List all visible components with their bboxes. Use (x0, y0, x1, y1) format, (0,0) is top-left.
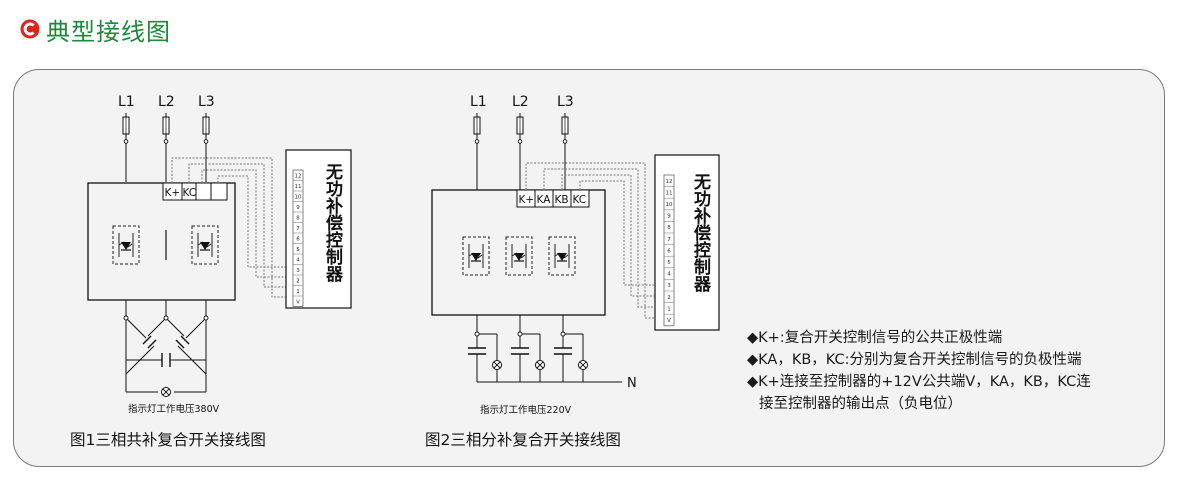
diagram-2-caption: 图2三相分补复合开关接线图 (425, 431, 621, 449)
phase-label-l3: L3 (198, 94, 215, 110)
indicator-lamp-icon (535, 360, 545, 370)
terminal-strip-frame (663, 174, 675, 327)
notes-block: ◆K+:复合开关控制信号的公共正极性端 ◆KA，KB，KC:分别为复合开关控制信… (747, 327, 1091, 415)
controller-terminal-label: 3 (667, 283, 671, 289)
fuse-icon (122, 112, 130, 144)
controller-terminal-strip: 12 11 10 9 8 7 6 5 4 3 2 1V (292, 169, 304, 307)
phase-label-l1: L1 (470, 94, 487, 110)
controller-terminal-label: 1 (296, 289, 300, 295)
composite-switch-box (87, 182, 236, 301)
capacitor-icon (467, 347, 487, 355)
terminal-label-kplus: K+ (519, 194, 535, 206)
indicator-lamp-icon (492, 360, 502, 370)
capacitor-icon (553, 347, 573, 355)
lamp-voltage-caption: 指示灯工作电压380V (128, 403, 220, 415)
neutral-label: N (627, 376, 637, 391)
terminal-label-kplus: K+ (165, 187, 181, 199)
terminal-label-kc: KC (573, 194, 587, 206)
logo-icon (20, 19, 40, 39)
fuse-icon (473, 112, 481, 144)
terminal-label-ka: KA (537, 194, 552, 206)
composite-switch-box (431, 189, 606, 316)
terminal-label-kb: KB (555, 194, 569, 206)
diagram-1-caption: 图1三相共补复合开关接线图 (70, 431, 266, 449)
phase-label-l3: L3 (557, 94, 574, 110)
controller-terminal-label: 1 (667, 306, 671, 312)
controller-terminal-label: 8 (667, 225, 671, 231)
controller-terminal-label: 5 (667, 260, 671, 266)
controller-terminal-label: 6 (667, 248, 671, 254)
controller-terminal-label: 4 (667, 272, 671, 278)
note-line: ◆KA，KB，KC:分别为复合开关控制信号的负极性端 (747, 352, 1082, 368)
controller-terminal-label: 11 (295, 184, 302, 190)
note-line: ◆K+:复合开关控制信号的公共正极性端 (747, 330, 1003, 346)
controller-terminal-label: 5 (296, 247, 300, 253)
controller-terminal-label: 8 (296, 215, 300, 221)
controller-terminal-label: 12 (295, 173, 302, 179)
fuse-icon (162, 112, 170, 144)
controller-terminal-label: 9 (667, 214, 671, 220)
controller-terminal-label: 2 (296, 278, 300, 284)
section-title: 典型接线图 (46, 17, 171, 46)
phase-label-l2: L2 (158, 94, 175, 110)
fuse-icon (561, 112, 569, 144)
controller-terminal-label: 11 (666, 190, 673, 196)
controller-label: 无功补偿控制器 (322, 163, 344, 283)
controller-label: 无功补偿控制器 (690, 173, 712, 293)
terminal-block: K+ KA KB KC (516, 189, 590, 208)
indicator-lamp-icon (161, 387, 171, 397)
diagram-2: L1 L2 L3 K+ KA KB KC (425, 94, 720, 449)
fuse-icon (202, 112, 210, 144)
controller-terminal-label: 7 (296, 226, 300, 232)
controller-terminal-label: 9 (296, 205, 300, 211)
controller-terminal-label: 3 (296, 268, 300, 274)
controller-terminal-label: 2 (667, 295, 671, 301)
capacitor-icon (161, 352, 171, 368)
lamp-voltage-caption: 指示灯工作电压220V (480, 404, 572, 416)
diagram-1: L1 L2 L3 K+ KC (70, 94, 352, 449)
controller-terminal-label: 6 (296, 236, 300, 242)
phase-label-l2: L2 (512, 94, 529, 110)
controller-terminal-label: 12 (666, 179, 673, 185)
terminal-label-kc: KC (183, 187, 197, 199)
controller-terminal-label: V (667, 318, 671, 324)
terminal-block: K+ KC (162, 182, 228, 201)
controller-terminal-label: 4 (296, 257, 300, 263)
phase-label-l1: L1 (118, 94, 135, 110)
section-header: 典型接线图 (20, 12, 171, 46)
capacitor-icon (510, 347, 530, 355)
terminal-strip-frame (292, 169, 304, 307)
indicator-lamp-icon (578, 360, 588, 370)
controller-terminal-label: 10 (666, 202, 673, 208)
controller-terminal-strip: 12 11 10 9 8 7 6 5 4 3 2 1V (663, 174, 675, 327)
note-line: 接至控制器的输出点（负电位） (759, 396, 962, 412)
controller-terminal-label: 10 (295, 194, 302, 200)
note-line: ◆K+连接至控制器的+12V公共端V，KA，KB，KC连 (747, 374, 1091, 390)
fuse-icon (516, 112, 524, 144)
controller-terminal-label: V (296, 299, 300, 305)
controller-terminal-label: 7 (667, 237, 671, 243)
